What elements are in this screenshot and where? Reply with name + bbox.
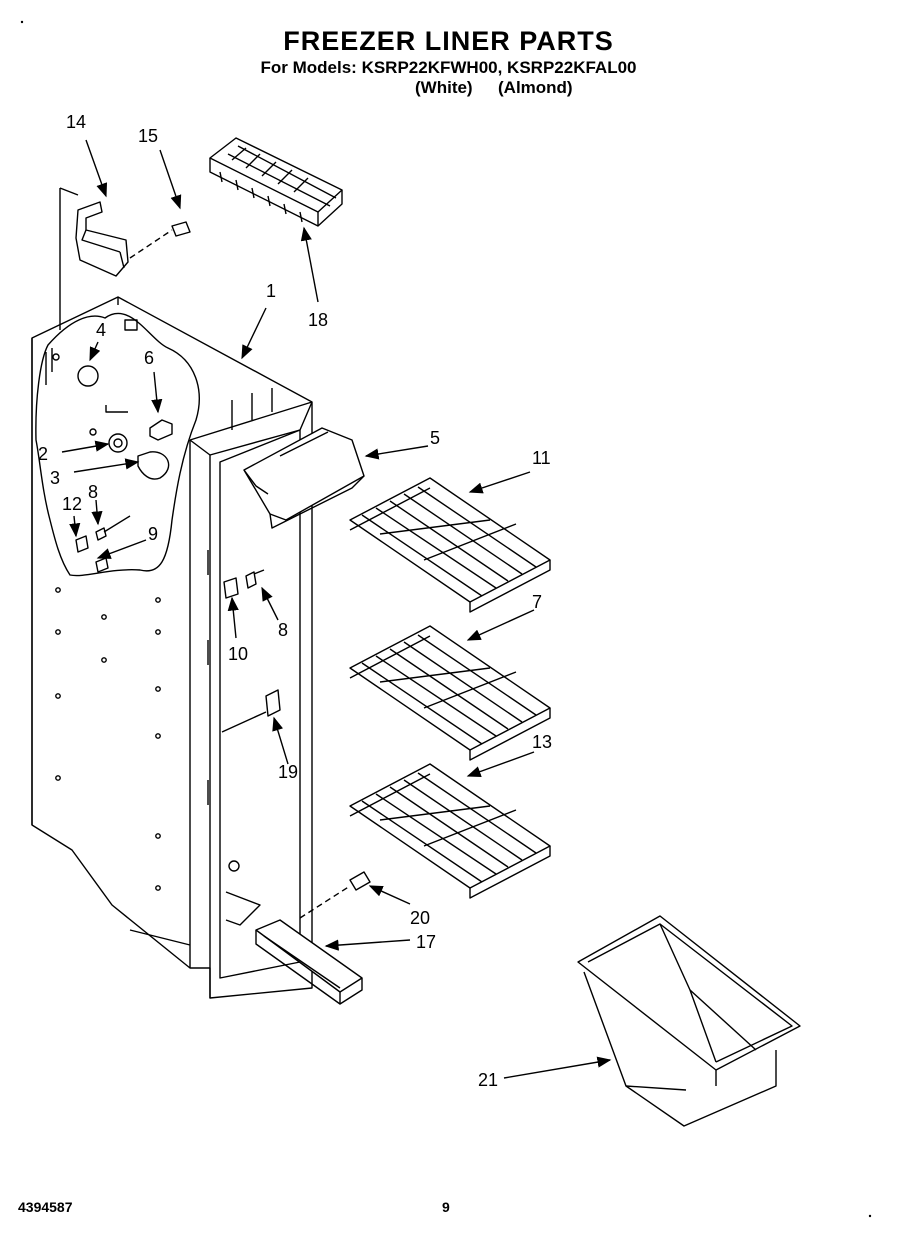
color-white-label: (White)	[415, 78, 473, 97]
callout-1: 1	[266, 281, 276, 301]
callout-4: 4	[96, 320, 106, 340]
page-title: FREEZER LINER PARTS	[283, 26, 614, 56]
callout-6: 6	[144, 348, 154, 368]
callout-5: 5	[430, 428, 440, 448]
document-number: 4394587	[18, 1199, 73, 1215]
callout-2: 2	[38, 444, 48, 464]
damper-control	[221, 689, 281, 733]
screw-20	[299, 871, 371, 919]
bracket	[59, 187, 129, 330]
sensor-clip	[223, 577, 239, 599]
color-almond-label: (Almond)	[498, 78, 573, 97]
leader-lines	[61, 139, 612, 1079]
callout-9: 9	[148, 524, 158, 544]
callout-10: 10	[228, 644, 248, 664]
callout-20: 20	[410, 908, 430, 928]
callout-8-b: 8	[278, 620, 288, 640]
callout-21: 21	[478, 1070, 498, 1090]
callout-8-a: 8	[88, 482, 98, 502]
callout-14: 14	[66, 112, 86, 132]
screw	[129, 221, 191, 259]
light-bulb	[137, 451, 170, 480]
vent-grille	[255, 919, 363, 1005]
screw-small	[95, 515, 131, 541]
callout-19: 19	[278, 762, 298, 782]
thermostat-clip	[75, 535, 89, 553]
shelf-11	[349, 477, 551, 613]
callout-12: 12	[62, 494, 82, 514]
shelf-7	[349, 625, 551, 761]
callout-3: 3	[50, 468, 60, 488]
callout-13: 13	[532, 732, 552, 752]
freezer-liner	[31, 296, 313, 999]
upper-cover	[243, 427, 365, 529]
model-numbers: For Models: KSRP22KFWH00, KSRP22KFAL00	[260, 58, 637, 77]
callout-17: 17	[416, 932, 436, 952]
shelf-13	[349, 763, 551, 899]
callout-numbers: 14 15 18 1 4 6 2 3 12 8 9 5 11 7 10 8 13…	[38, 112, 552, 1090]
callout-7: 7	[532, 592, 542, 612]
page-number: 9	[442, 1199, 450, 1215]
callout-11: 11	[532, 448, 551, 468]
light-cover	[77, 365, 99, 387]
light-switch	[149, 419, 173, 441]
sensor-screw	[245, 569, 265, 589]
ice-bin	[577, 915, 801, 1127]
ice-tray	[209, 137, 343, 227]
callout-15: 15	[138, 126, 158, 146]
callout-18: 18	[308, 310, 328, 330]
screw-9	[95, 557, 109, 573]
